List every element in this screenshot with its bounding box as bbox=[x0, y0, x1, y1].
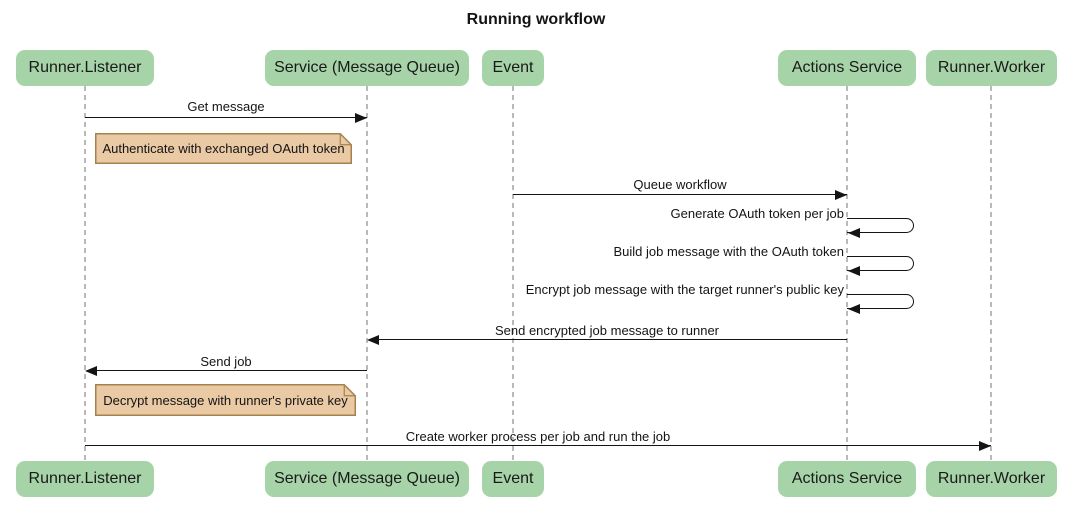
lifeline-event bbox=[512, 86, 514, 461]
message-label-encrypt-job-message: Encrypt job message with the target runn… bbox=[525, 282, 844, 297]
message-line-queue-workflow bbox=[513, 194, 847, 195]
self-loop-encrypt-job-message bbox=[847, 294, 914, 309]
message-label-queue-workflow: Queue workflow bbox=[633, 177, 727, 192]
message-label-build-job-message: Build job message with the OAuth token bbox=[613, 244, 844, 259]
actor-bottom-event: Event bbox=[482, 461, 544, 497]
lifeline-runner-listener bbox=[84, 86, 86, 461]
actor-top-runner-worker: Runner.Worker bbox=[926, 50, 1057, 86]
lifeline-actions-service bbox=[846, 86, 848, 461]
self-loop-build-job-message bbox=[847, 256, 914, 271]
message-line-get-message bbox=[85, 117, 367, 118]
lifeline-runner-worker bbox=[990, 86, 992, 461]
message-label-create-worker: Create worker process per job and run th… bbox=[405, 429, 671, 444]
message-line-create-worker bbox=[85, 445, 991, 446]
lifeline-service-message-queue bbox=[366, 86, 368, 461]
actor-top-event: Event bbox=[482, 50, 544, 86]
note-decrypt bbox=[95, 384, 356, 416]
arrowhead-left-icon bbox=[848, 304, 860, 314]
actor-top-service-message-queue: Service (Message Queue) bbox=[265, 50, 469, 86]
arrowhead-left-icon bbox=[848, 228, 860, 238]
actor-top-runner-listener: Runner.Listener bbox=[16, 50, 154, 86]
arrowhead-left-icon bbox=[85, 366, 97, 376]
message-line-send-job bbox=[87, 370, 367, 371]
actor-bottom-runner-listener: Runner.Listener bbox=[16, 461, 154, 497]
note-authenticate bbox=[95, 133, 352, 164]
note-label-authenticate: Authenticate with exchanged OAuth token bbox=[102, 141, 345, 156]
arrowhead-right-icon bbox=[979, 441, 991, 451]
message-label-send-encrypted-job: Send encrypted job message to runner bbox=[494, 323, 720, 338]
arrowhead-left-icon bbox=[367, 335, 379, 345]
actor-bottom-service-message-queue: Service (Message Queue) bbox=[265, 461, 469, 497]
self-loop-generate-oauth-token bbox=[847, 218, 914, 233]
actor-bottom-actions-service: Actions Service bbox=[778, 461, 916, 497]
actor-bottom-runner-worker: Runner.Worker bbox=[926, 461, 1057, 497]
arrowhead-right-icon bbox=[835, 190, 847, 200]
actor-top-actions-service: Actions Service bbox=[778, 50, 916, 86]
diagram-title: Running workflow bbox=[466, 11, 606, 28]
arrowhead-right-icon bbox=[355, 113, 367, 123]
message-line-send-encrypted-job bbox=[369, 339, 847, 340]
message-label-send-job: Send job bbox=[200, 354, 252, 369]
message-label-generate-oauth-token: Generate OAuth token per job bbox=[670, 206, 844, 221]
arrowhead-left-icon bbox=[848, 266, 860, 276]
message-label-get-message: Get message bbox=[187, 99, 265, 114]
note-label-decrypt: Decrypt message with runner's private ke… bbox=[103, 392, 348, 408]
